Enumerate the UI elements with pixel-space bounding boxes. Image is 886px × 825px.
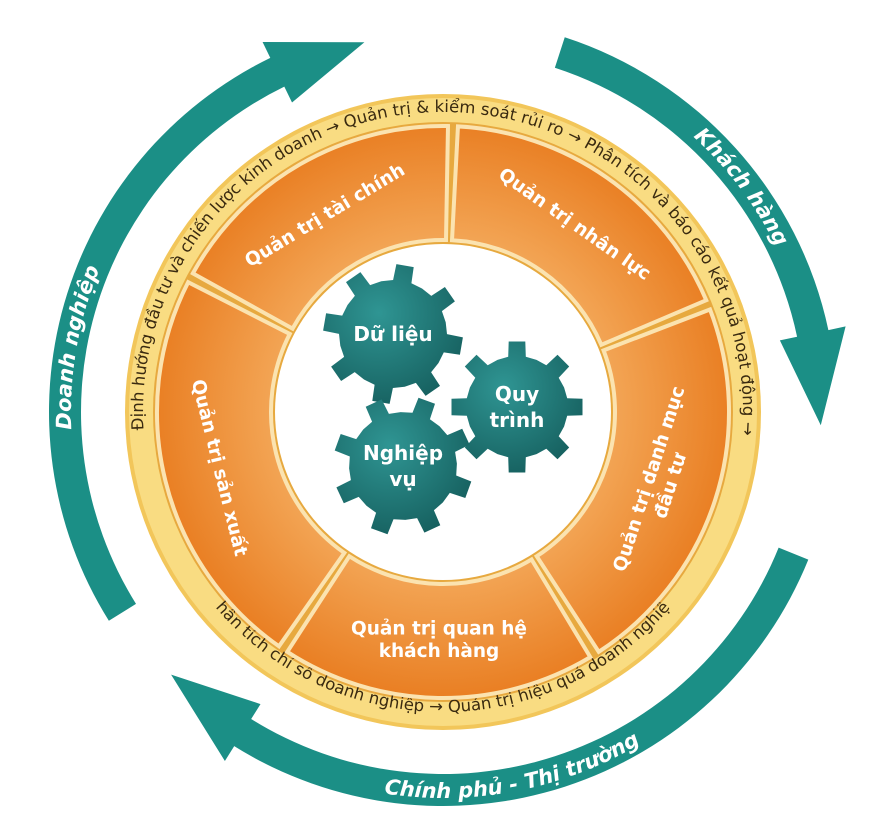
gear-1 (451, 341, 583, 473)
segment-0 (190, 124, 451, 332)
gear-2 (334, 397, 472, 535)
segment-3 (284, 553, 594, 700)
arrow-label-khach-hang: Khách hàng (690, 123, 794, 250)
segment-1 (449, 124, 709, 348)
segment-2 (533, 306, 731, 655)
arrow-chinh-phu-thi-truong (171, 547, 809, 806)
segment-4 (155, 279, 348, 650)
arrow-doanh-nghiep (49, 42, 365, 621)
arrow-khach-hang (554, 37, 846, 426)
gear-label-0: Dữ liệu (353, 322, 432, 346)
gear-0 (323, 264, 463, 404)
